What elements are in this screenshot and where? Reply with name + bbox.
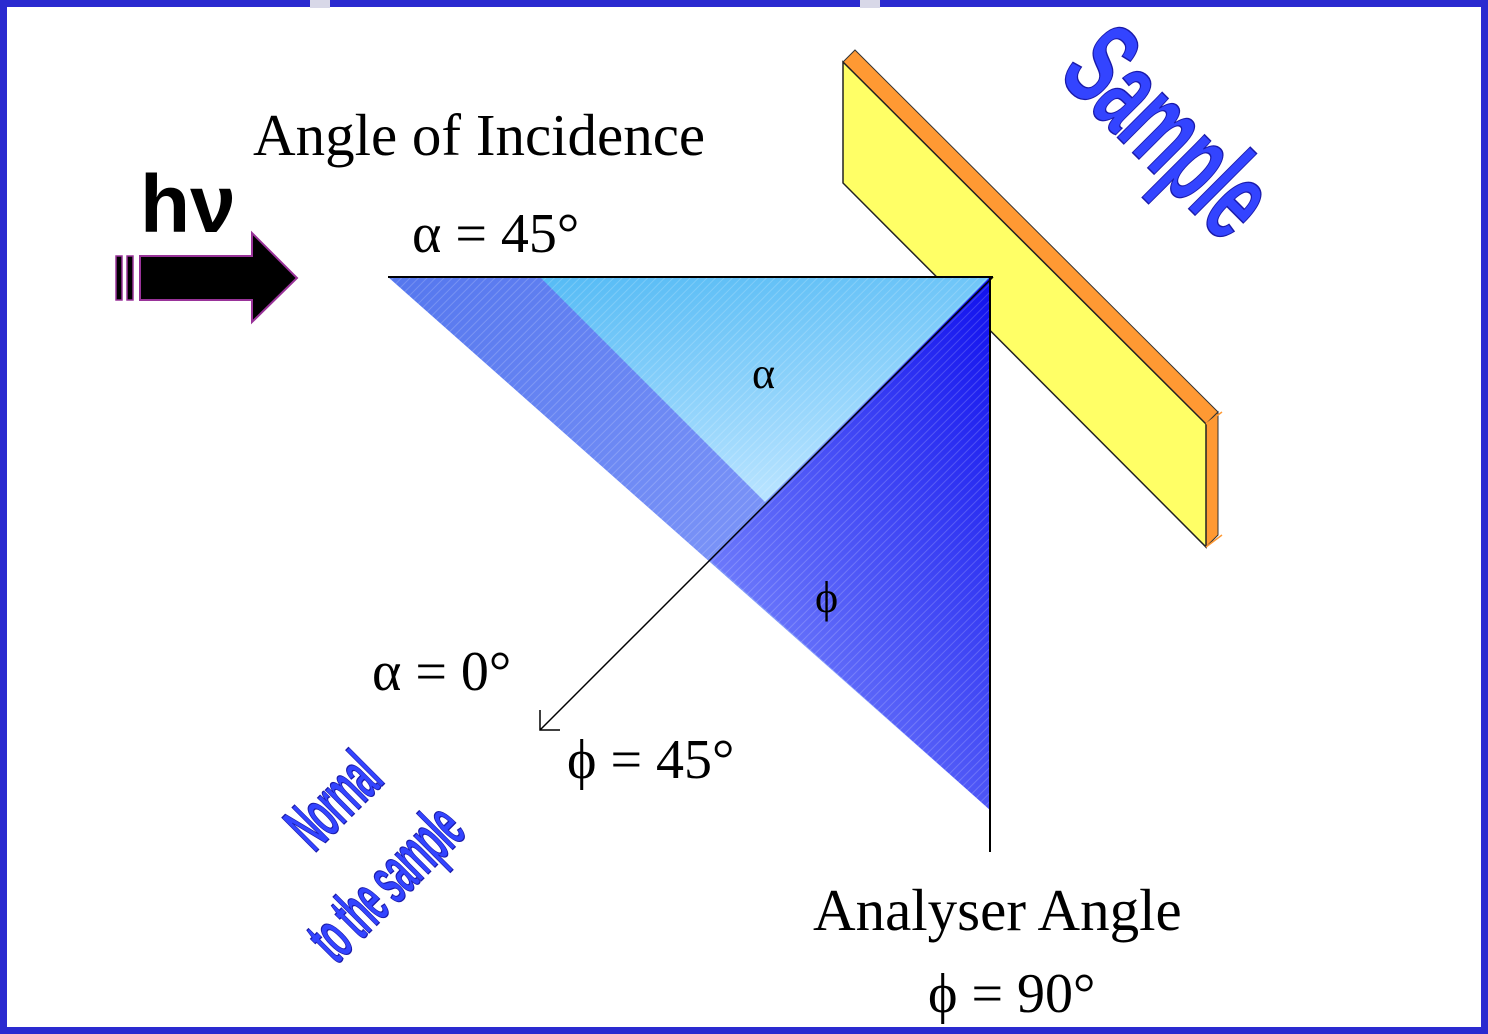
phi-45-label: ϕ = 45° [567, 729, 734, 791]
sample-wordart: Sample Sample [1036, 0, 1303, 264]
incident-beam-arrow-icon [115, 230, 299, 325]
analyser-angle-label: Analyser Angle [813, 877, 1182, 943]
angle-triangles [388, 277, 990, 810]
hv-shadow: h [0, 176, 2, 259]
svg-text:h: h [0, 176, 2, 259]
top-tab-left [310, 0, 330, 8]
hv-label: hν [140, 159, 236, 250]
normal-arrow [539, 276, 994, 731]
alpha-0-label: α = 0° [372, 641, 511, 703]
sample-slab [842, 49, 1223, 549]
phi-inner-label: ϕ [815, 573, 838, 622]
top-tab-right [860, 0, 880, 8]
phi-90-label: ϕ = 90° [928, 963, 1095, 1025]
alpha-inner-label: α [752, 349, 775, 398]
angle-of-incidence-label: Angle of Incidence [253, 102, 705, 168]
svg-text:Sample: Sample [1038, 0, 1301, 262]
alpha-45-label: α = 45° [412, 203, 579, 265]
